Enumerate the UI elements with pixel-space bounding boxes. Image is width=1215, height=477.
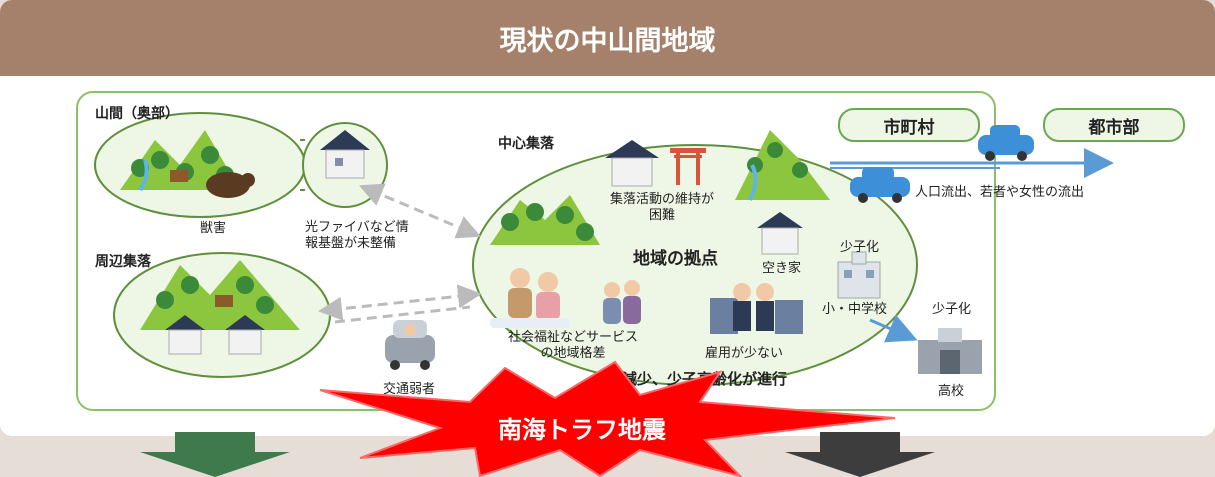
fiber-label: 光ファイバなど情報基盤が未整備 [305, 220, 409, 251]
boar-icon [206, 172, 255, 198]
header-bar: 現状の中山間地域 [0, 0, 1215, 76]
down-arrow-left [140, 432, 290, 477]
page-title: 現状の中山間地域 [499, 25, 716, 57]
earthquake-label: 南海トラフ地震 [498, 416, 666, 444]
house-icon-village-2 [225, 315, 265, 355]
vacant-house-icon [757, 212, 803, 255]
beast-label: 獣害 [200, 221, 227, 236]
hill-forest-icon [735, 130, 830, 201]
hub-label: 地域の拠点 [633, 249, 718, 269]
house-icon-village-1 [165, 315, 205, 355]
car-icon-1 [978, 125, 1034, 161]
elementary-school-icon [837, 251, 881, 299]
school-arrow [869, 314, 918, 343]
house-icon-center [605, 140, 659, 187]
vacant-label: 空き家 [762, 261, 802, 276]
low-birth-label-1: 少子化 [840, 240, 880, 255]
village-forest-icon [140, 260, 300, 330]
transport-label: 交通弱者 [383, 382, 436, 397]
urban-box: 都市部 [1043, 108, 1185, 142]
down-arrow-right [785, 432, 935, 477]
care-people-icon [603, 280, 641, 324]
center-forest-icon [490, 195, 600, 245]
main-panel: 現状の中山間地域 [0, 0, 1215, 436]
high-school-icon [918, 328, 982, 374]
house-icon-mountain [320, 130, 370, 179]
torii-icon [670, 148, 706, 185]
outflow-label: 人口流出、若者や女性の流出 [915, 185, 1085, 200]
center-label: 中心集落 [498, 136, 554, 152]
elderly-people-icon [490, 268, 570, 328]
aging-label: 人口減少、少子高齢化が進行 [592, 370, 788, 388]
municipality-box: 市町村 [838, 108, 980, 142]
office-workers-icon [710, 283, 803, 334]
activity-label: 集落活動の維持が困難 [610, 192, 715, 223]
welfare-label: 社会福祉などサービスの地域格差 [508, 330, 639, 361]
mountain-label: 山間（奥部） [95, 106, 179, 122]
car-icon-2 [850, 167, 910, 203]
employment-label: 雇用が少ない [705, 346, 784, 361]
school-label-2: 高校 [938, 384, 965, 399]
low-birth-label-2: 少子化 [932, 302, 972, 317]
dashed-arrow-2 [318, 284, 482, 321]
school-label-1: 小・中学校 [822, 302, 888, 317]
surrounding-label: 周辺集落 [95, 254, 151, 270]
dashed-arrow-1 [358, 183, 482, 239]
